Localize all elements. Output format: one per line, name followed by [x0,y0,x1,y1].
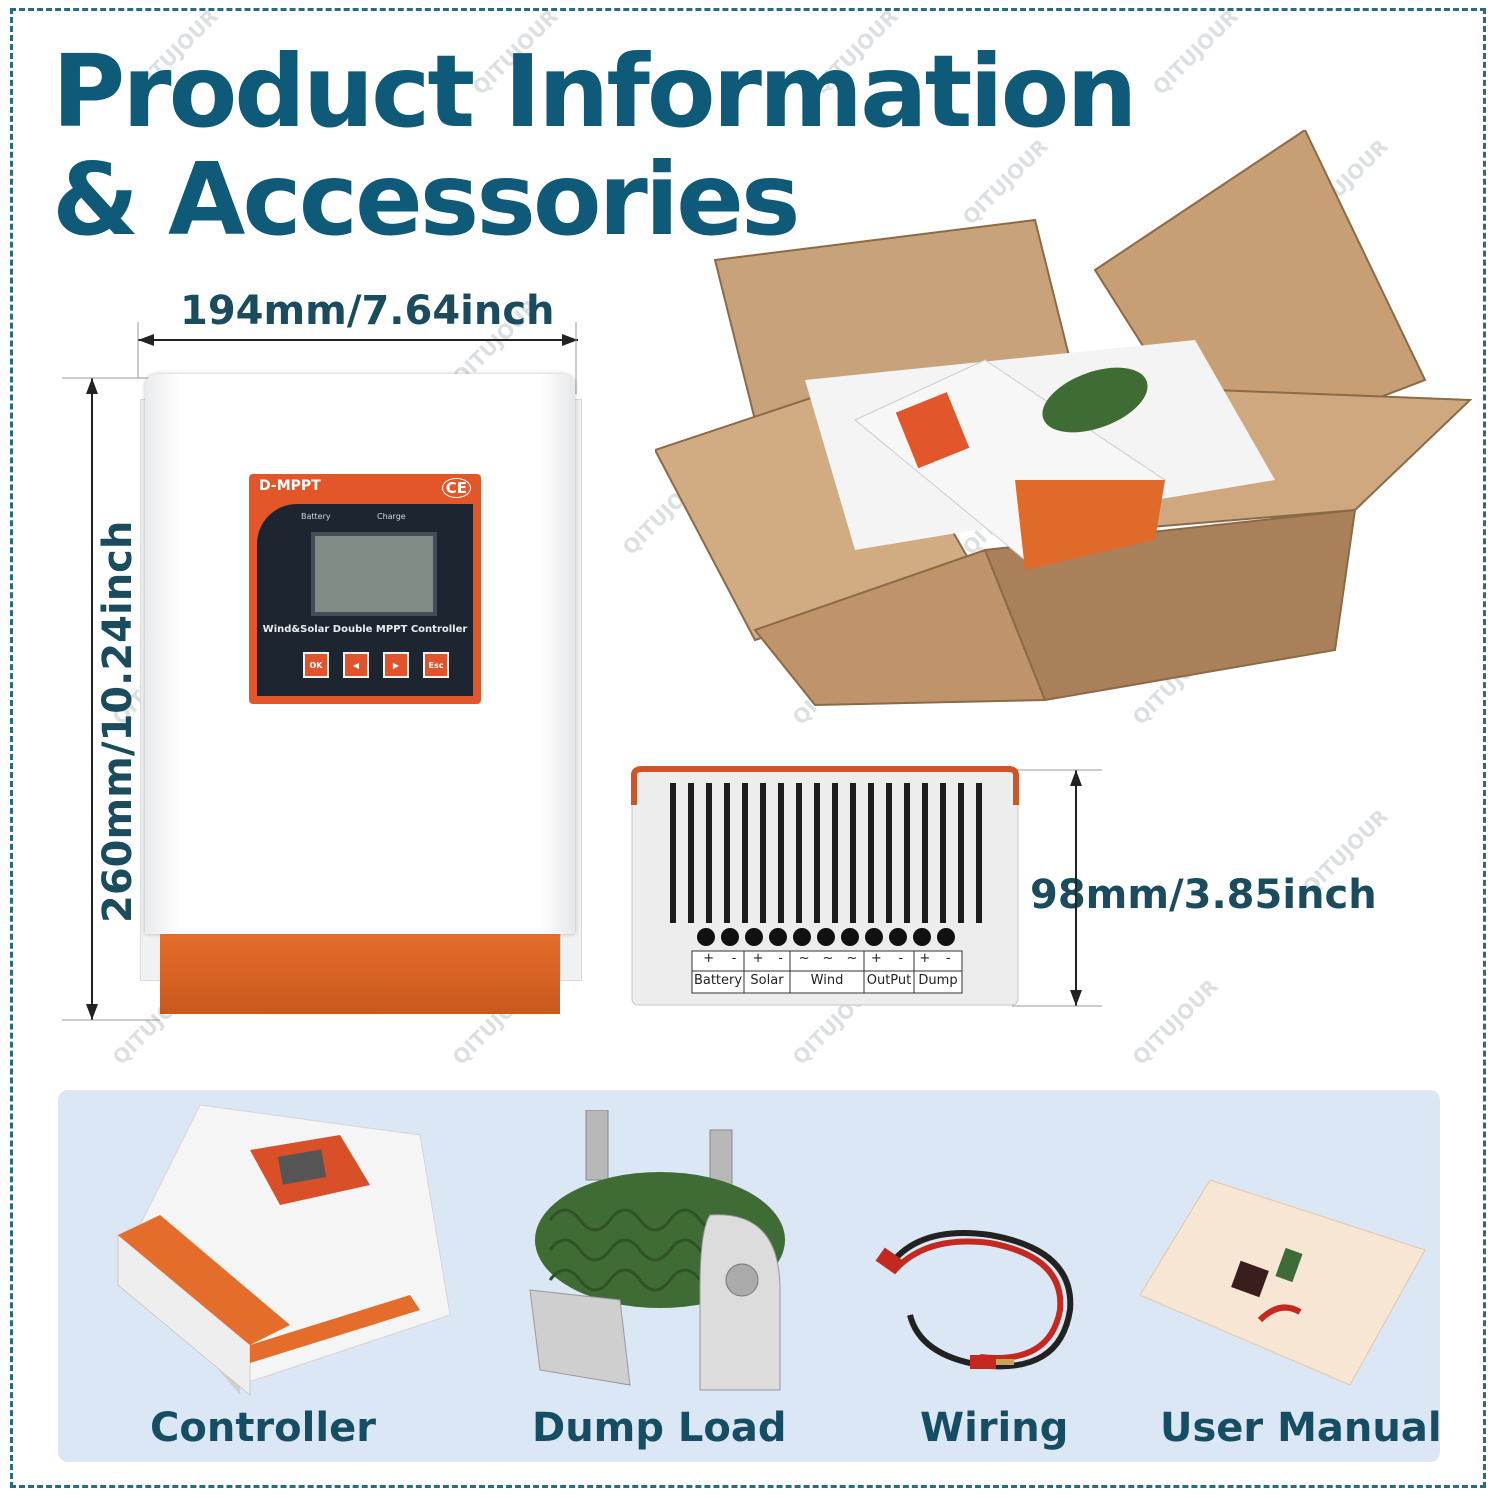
lcd-display [311,532,437,616]
terminal-group-wind: Wind [810,973,844,988]
accessory-label-dump-load: Dump Load [532,1405,787,1451]
packaging-box-image [655,130,1473,707]
terminal-groups-row: Battery Solar Wind OutPut Dump [692,973,962,988]
terminal-signs-row: + - + - ~ ~ ~ + - + - [696,951,960,966]
model-label: Wind&Solar Double MPPT Controller [262,624,468,635]
controller-front-image: D-MPPT CE Battery Charge Wind&Solar Doub… [140,374,582,1014]
terminal-sign: - [778,951,783,966]
controller-orange-base [160,934,560,1014]
terminal-sign: + [703,951,715,966]
control-panel: D-MPPT CE Battery Charge Wind&Solar Doub… [249,474,481,704]
terminal-group-solar: Solar [750,973,784,988]
brand-label: D-MPPT [259,478,321,494]
left-button: ◀ [343,652,369,678]
accessory-user-manual-image [1140,1180,1426,1386]
terminal-group-battery: Battery [693,973,743,988]
accessory-controller-image [117,1104,451,1395]
side-view-drawing [631,766,1019,1006]
title-line-2: & Accessories [52,141,800,258]
ce-mark: CE [441,478,471,498]
accessory-wiring-image [875,1230,1074,1370]
panel-face: Battery Charge Wind&Solar Double MPPT Co… [257,504,473,696]
terminal-sign: ~ [822,951,834,966]
button-row: OK ◀ ▶ Esc [303,652,449,678]
charge-indicator-label: Charge [377,512,406,521]
right-button: ▶ [383,652,409,678]
terminal-sign: ~ [798,951,810,966]
height-dimension-arrow [62,377,160,1021]
battery-indicator-label: Battery [301,512,331,521]
terminal-group-output: OutPut [866,973,912,988]
depth-dimension-label: 98mm/3.85inch [1030,872,1377,918]
title-line-1: Product Information [52,33,1138,150]
terminal-sign: + [752,951,764,966]
terminal-sign: - [945,951,951,966]
terminal-group-dump: Dump [918,973,958,988]
terminal-sign: - [898,951,904,966]
depth-dimension-arrow [1012,769,1102,1007]
ok-button: OK [303,652,329,678]
terminal-sign: ~ [846,951,858,966]
terminal-sign: + [870,951,882,966]
width-dimension-arrow [137,322,578,394]
esc-button: Esc [423,652,449,678]
terminal-sign: + [919,951,931,966]
accessory-label-user-manual: User Manual [1160,1405,1442,1451]
controller-side-view-image: + - + - ~ ~ ~ + - + - Battery Solar Wind… [630,765,1020,1010]
dashed-border [10,8,1486,1488]
accessory-label-controller: Controller [150,1405,376,1451]
terminal-sign: - [731,951,737,966]
page-title: Product Information & Accessories [52,38,1138,254]
accessory-dump-load-image [529,1110,785,1391]
width-dimension-label: 194mm/7.64inch [180,288,555,334]
accessory-label-wiring: Wiring [920,1405,1069,1451]
